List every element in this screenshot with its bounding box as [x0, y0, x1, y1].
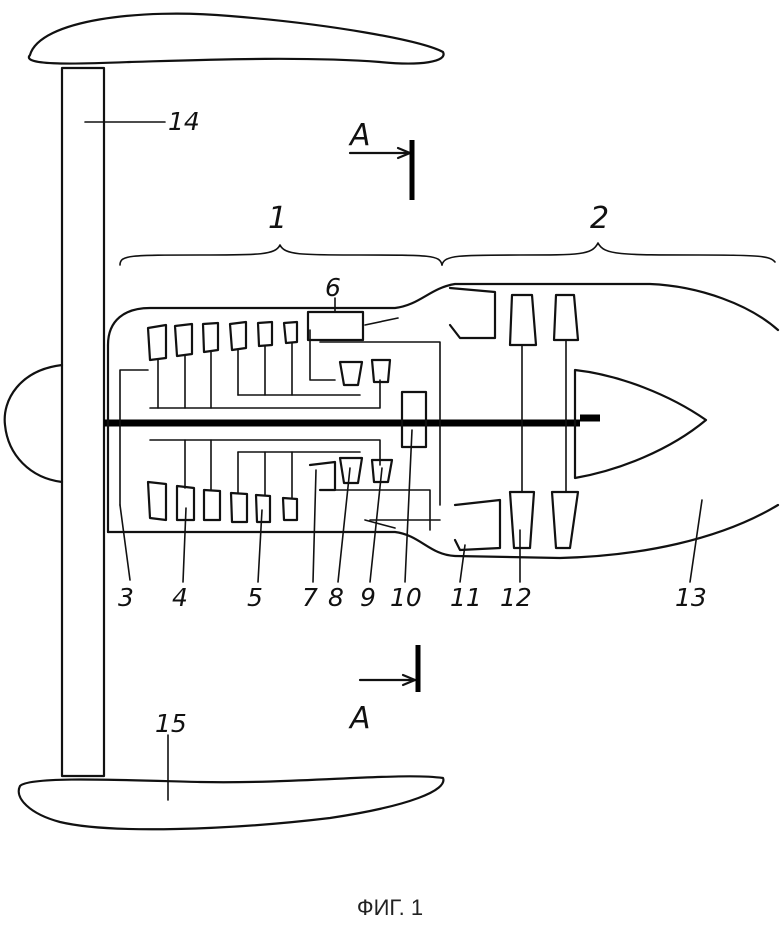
label-A-top: A — [348, 118, 371, 153]
compressor-stator-lines-upper — [158, 343, 360, 408]
bracket-1 — [120, 245, 442, 265]
compressor-blades-lower — [148, 482, 297, 522]
spinner-hub — [5, 365, 62, 482]
propeller-bar — [62, 68, 104, 776]
bracket-2 — [442, 243, 775, 265]
callout-10: 10 — [390, 583, 422, 612]
callout-13: 13 — [675, 583, 707, 612]
compressor-casing-bottom — [108, 505, 778, 558]
label-A-bottom: A — [348, 701, 371, 736]
callout-15: 15 — [155, 709, 187, 738]
element-11-bottom — [455, 500, 500, 550]
element-6-box — [308, 312, 363, 340]
leader-lines — [85, 122, 702, 800]
bracket-label-2: 2 — [590, 201, 609, 236]
callout-3: 3 — [118, 583, 134, 612]
combustor-frame-top — [310, 330, 440, 505]
callout-6: 6 — [325, 273, 341, 302]
callout-11: 11 — [450, 583, 482, 612]
callout-14: 14 — [168, 107, 200, 136]
turbine-disc-lines — [522, 340, 566, 492]
callout-9: 9 — [360, 583, 376, 612]
callout-4: 4 — [172, 583, 188, 612]
exhaust-cone — [575, 370, 706, 478]
callout-12: 12 — [500, 583, 532, 612]
callout-5: 5 — [247, 583, 263, 612]
compressor-blades-upper — [148, 322, 297, 360]
section-arrow-bottom — [360, 645, 418, 692]
figure-caption: ФИГ. 1 — [0, 895, 780, 921]
bracket-label-1: 1 — [268, 201, 287, 236]
lower-propeller-blade — [19, 776, 444, 829]
upper-propeller-blade — [29, 14, 444, 64]
element-11-top — [450, 288, 495, 338]
callout-8: 8 — [328, 583, 344, 612]
compressor-casing-top — [108, 284, 778, 345]
callout-7: 7 — [302, 583, 318, 612]
inner-frame-top — [120, 370, 148, 505]
